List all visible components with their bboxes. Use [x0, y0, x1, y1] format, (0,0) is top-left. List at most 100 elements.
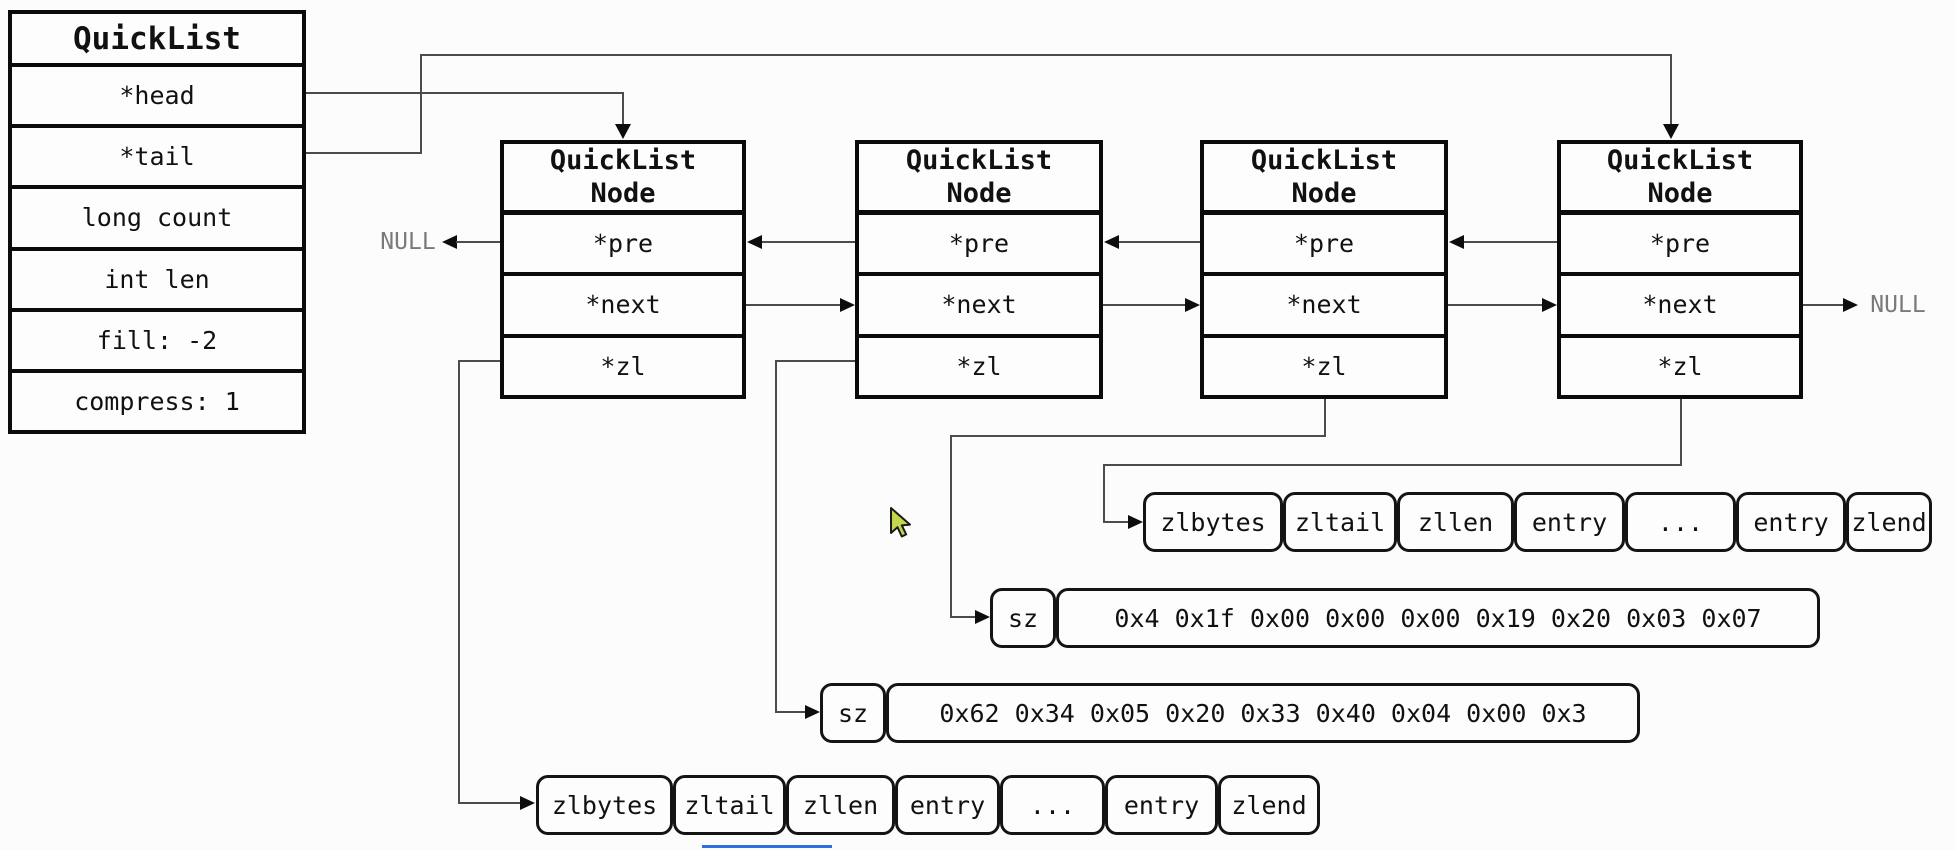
node-field-pre: *pre — [1561, 215, 1799, 277]
ziplist-cell-zlbytes: zlbytes — [536, 775, 673, 835]
ziplist-cell-entry: entry — [1514, 492, 1625, 552]
connector-line — [458, 802, 520, 804]
ziplist-cell-zltail: zltail — [673, 775, 786, 835]
node-title-line2: Node — [1291, 178, 1357, 209]
arrowhead — [1542, 298, 1557, 312]
connector-line — [775, 360, 855, 362]
connector-line — [1803, 304, 1843, 306]
node-title-line1: QuickList — [1606, 145, 1754, 176]
node-title-line2: Node — [590, 178, 656, 209]
field-fill: fill: -2 — [12, 312, 302, 373]
connector-line — [306, 92, 624, 94]
node-field-pre: *pre — [859, 215, 1099, 277]
node-field-zl: *zl — [1301, 351, 1347, 381]
node-field-next: *next — [859, 276, 1099, 338]
ziplist-cell-entry: entry — [895, 775, 1000, 835]
connector-line — [1103, 464, 1682, 466]
arrowhead — [1449, 235, 1464, 249]
progress-bar-fragment — [702, 845, 832, 848]
connector-line — [775, 360, 777, 713]
connector-line — [950, 435, 952, 618]
connector-line — [1670, 54, 1672, 126]
ziplist-cell-zlbytes: zlbytes — [1143, 492, 1283, 552]
node-field-zl: *zl — [600, 351, 646, 381]
arrowhead — [615, 124, 631, 139]
field-tail: *tail — [12, 128, 302, 190]
node-field-next: *next — [1561, 276, 1799, 338]
arrowhead — [442, 235, 457, 249]
quicklist-node-box-3: QuickList Node *pre *next *zl — [1200, 140, 1448, 399]
node-title: QuickList Node — [1561, 144, 1799, 215]
node-title: QuickList Node — [1204, 144, 1444, 215]
quicklist-struct-box: QuickList *head *tail long count int len… — [8, 10, 306, 434]
null-label-right: NULL — [1870, 292, 1926, 318]
connector-line — [1103, 521, 1128, 523]
node-field-pre: *pre — [504, 215, 742, 277]
node-title-line2: Node — [1647, 178, 1713, 209]
arrowhead — [805, 705, 820, 719]
connector-line — [458, 360, 460, 804]
sz-label-box: sz — [990, 588, 1056, 648]
quicklist-node-box-1: QuickList Node *pre *next *zl — [500, 140, 746, 399]
arrowhead — [1104, 235, 1119, 249]
ziplist-cell-zllen: zllen — [1397, 492, 1514, 552]
ziplist-cell-zlend: zlend — [1846, 492, 1932, 552]
node-title: QuickList Node — [859, 144, 1099, 215]
node-title: QuickList Node — [504, 144, 742, 215]
node-title-line1: QuickList — [905, 145, 1053, 176]
node-field-zl: *zl — [956, 351, 1002, 381]
ziplist-cell-zltail: zltail — [1283, 492, 1397, 552]
connector-line — [1119, 241, 1200, 243]
connector-line — [622, 92, 624, 126]
node-field-next: *next — [1204, 276, 1444, 338]
ziplist-cell-ellipsis: ... — [1625, 492, 1736, 552]
quicklist-node-box-4: QuickList Node *pre *next *zl — [1557, 140, 1803, 399]
connector-line — [420, 54, 422, 154]
ziplist-cell-zllen: zllen — [786, 775, 895, 835]
mouse-cursor-icon — [890, 507, 911, 538]
node-title-line1: QuickList — [549, 145, 697, 176]
connector-line — [306, 152, 422, 154]
connector-line — [1103, 304, 1185, 306]
quicklist-node-box-2: QuickList Node *pre *next *zl — [855, 140, 1103, 399]
connector-line — [1324, 399, 1326, 437]
field-compress: compress: 1 — [74, 386, 240, 416]
node-title-line1: QuickList — [1250, 145, 1398, 176]
arrowhead — [1185, 298, 1200, 312]
arrowhead — [840, 298, 855, 312]
sz-label-box: sz — [820, 683, 886, 743]
connector-line — [1448, 304, 1542, 306]
sz-bytes-box: 0x4 0x1f 0x00 0x00 0x00 0x19 0x20 0x03 0… — [1056, 588, 1820, 648]
ziplist-cell-zlend: zlend — [1218, 775, 1320, 835]
arrowhead — [1843, 298, 1858, 312]
arrowhead — [1663, 124, 1679, 139]
ziplist-cell-ellipsis: ... — [1000, 775, 1105, 835]
connector-line — [1464, 241, 1557, 243]
sz-bytes-box: 0x62 0x34 0x05 0x20 0x33 0x40 0x04 0x00 … — [886, 683, 1640, 743]
arrowhead — [975, 610, 990, 624]
connector-line — [458, 360, 500, 362]
connector-line — [1680, 399, 1682, 466]
field-long-count: long count — [12, 189, 302, 251]
ziplist-cell-entry: entry — [1736, 492, 1846, 552]
ziplist-cell-entry: entry — [1105, 775, 1218, 835]
connector-line — [950, 435, 1326, 437]
node-field-next: *next — [504, 276, 742, 338]
quicklist-struct-title: QuickList — [12, 14, 302, 67]
connector-line — [746, 304, 840, 306]
node-title-line2: Node — [946, 178, 1012, 209]
connector-line — [1103, 464, 1105, 523]
null-label-left: NULL — [380, 229, 436, 255]
connector-line — [420, 54, 1672, 56]
arrowhead — [520, 796, 535, 810]
arrowhead — [747, 235, 762, 249]
arrowhead — [1128, 515, 1143, 529]
field-int-len: int len — [12, 251, 302, 312]
connector-line — [950, 616, 975, 618]
connector-line — [775, 711, 805, 713]
connector-line — [762, 241, 855, 243]
field-head: *head — [12, 67, 302, 129]
node-field-pre: *pre — [1204, 215, 1444, 277]
connector-line — [456, 241, 500, 243]
